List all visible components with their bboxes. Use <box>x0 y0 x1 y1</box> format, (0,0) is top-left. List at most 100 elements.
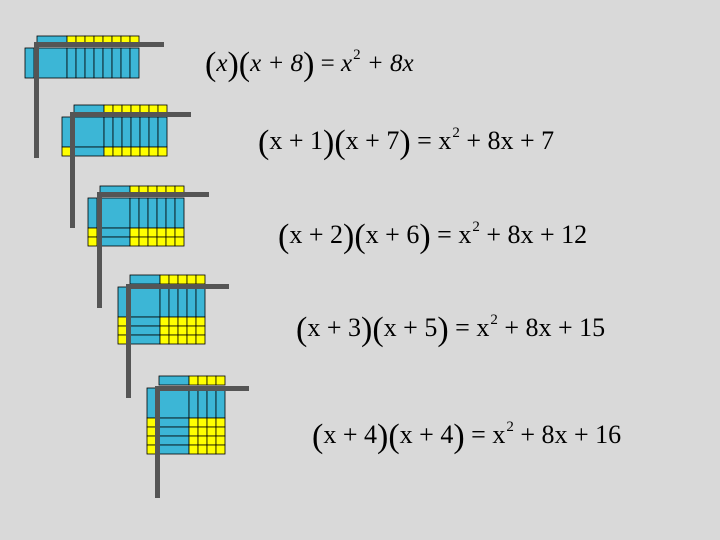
x-squared-tile <box>158 387 190 419</box>
equation-5-rhs-var: x <box>492 420 506 449</box>
top-factor-unit-tile <box>177 274 188 285</box>
equation-1-exponent: 2 <box>353 47 361 63</box>
left-factor-unit-tile <box>146 426 157 437</box>
equation-1: (x)(x + 8) = x2 + 8x <box>205 46 414 83</box>
unit-tile <box>165 227 176 238</box>
top-factor-unit-tile <box>168 274 179 285</box>
equation-5-equals: = <box>471 420 486 449</box>
unit-tile <box>165 236 176 247</box>
unit-tile <box>206 435 217 446</box>
unit-tile <box>174 227 185 238</box>
x-tile-vertical <box>84 47 95 79</box>
equation-3: (x + 2)(x + 6) = x2 + 8x + 12 <box>278 218 588 255</box>
unit-tile <box>112 146 123 157</box>
equation-2-rhs-rest: + 8x + 7 <box>466 126 555 155</box>
unit-tile <box>157 146 168 157</box>
left-factor-unit-tile <box>87 227 98 238</box>
x-tile-vertical <box>103 116 114 148</box>
equation-2-factor-1: x + 1 <box>269 126 323 155</box>
unit-tile <box>174 236 185 247</box>
unit-tile <box>121 146 132 157</box>
equation-3-factor-1: x + 2 <box>289 220 343 249</box>
x-squared-tile <box>73 116 105 148</box>
equation-2: (x + 1)(x + 7) = x2 + 8x + 7 <box>258 124 555 161</box>
unit-tile <box>188 444 199 455</box>
unit-tile <box>215 435 226 446</box>
x-tile-horizontal <box>158 444 190 455</box>
unit-tile <box>129 236 140 247</box>
unit-tile <box>159 316 170 327</box>
top-factor-unit-tile <box>206 375 217 386</box>
unit-tile <box>138 227 149 238</box>
frame-vertical-bar <box>34 42 39 158</box>
unit-tile <box>186 325 197 336</box>
x-tile-vertical <box>215 387 226 419</box>
x-tile-horizontal <box>158 435 190 446</box>
unit-tile <box>129 227 140 238</box>
unit-tile <box>130 146 141 157</box>
frame-vertical-bar <box>155 386 160 498</box>
unit-tile <box>215 417 226 428</box>
left-factor-x-tile <box>117 286 128 318</box>
x-tile-vertical <box>168 286 179 318</box>
x-tile-vertical <box>75 47 86 79</box>
unit-tile <box>177 334 188 345</box>
equation-4-exponent: 2 <box>490 312 498 328</box>
top-factor-unit-tile <box>159 274 170 285</box>
left-factor-unit-tile <box>117 334 128 345</box>
x-tile-vertical <box>121 116 132 148</box>
equation-3-exponent: 2 <box>472 219 480 235</box>
top-factor-unit-tile <box>195 274 206 285</box>
equation-4-factor-1: x + 3 <box>307 313 361 342</box>
equation-4-rhs-rest: + 8x + 15 <box>504 313 606 342</box>
equation-5-exponent: 2 <box>506 419 514 435</box>
x-squared-tile <box>99 197 131 229</box>
x-tile-vertical <box>112 116 123 148</box>
x-tile-vertical <box>177 286 188 318</box>
equation-3-equals: = <box>437 220 452 249</box>
x-tile-vertical <box>165 197 176 229</box>
left-factor-unit-tile <box>117 316 128 327</box>
unit-tile <box>195 325 206 336</box>
equation-1-equals: = <box>320 50 335 77</box>
unit-tile <box>147 236 158 247</box>
unit-tile <box>188 426 199 437</box>
left-factor-unit-tile <box>87 236 98 247</box>
unit-tile <box>188 417 199 428</box>
x-tile-vertical <box>174 197 185 229</box>
equation-5-factor-1: x + 4 <box>323 420 377 449</box>
x-tile-vertical <box>188 387 199 419</box>
x-tile-vertical <box>120 47 131 79</box>
unit-tile <box>186 334 197 345</box>
x-squared-tile <box>36 47 68 79</box>
unit-tile <box>195 334 206 345</box>
equation-4-equals: = <box>455 313 470 342</box>
frame-vertical-bar <box>70 112 75 228</box>
frame-horizontal-bar <box>126 284 229 289</box>
unit-tile <box>197 444 208 455</box>
unit-tile <box>206 417 217 428</box>
equation-1-factor-2: x + 8 <box>250 50 304 77</box>
x-tile-vertical <box>138 197 149 229</box>
equation-2-equals: = <box>417 126 432 155</box>
left-factor-unit-tile <box>146 444 157 455</box>
unit-tile <box>188 435 199 446</box>
left-factor-x-tile <box>87 197 98 229</box>
unit-tile <box>138 236 149 247</box>
frame-vertical-bar <box>126 284 131 398</box>
frame-horizontal-bar <box>70 112 191 117</box>
x-tile-vertical <box>129 197 140 229</box>
x-tile-vertical <box>130 116 141 148</box>
x-tile-vertical <box>102 47 113 79</box>
x-tile-vertical <box>197 387 208 419</box>
unit-tile <box>215 444 226 455</box>
left-factor-x-tile <box>61 116 72 148</box>
equation-3-factor-2: x + 6 <box>365 220 420 249</box>
unit-tile <box>206 444 217 455</box>
unit-tile <box>186 316 197 327</box>
equation-1-factor-1: x <box>216 50 228 77</box>
top-factor-unit-tile <box>215 375 226 386</box>
unit-tile <box>177 316 188 327</box>
x-tile-horizontal <box>99 227 131 238</box>
x-tile-vertical <box>206 387 217 419</box>
